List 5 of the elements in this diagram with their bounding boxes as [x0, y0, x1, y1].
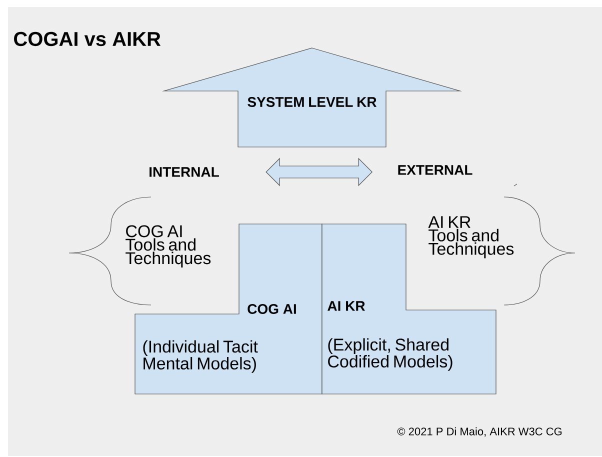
copyright-note: © 2021 P Di Maio, AIKR W3C CG — [397, 427, 562, 437]
side-label: EXTERNAL — [398, 165, 472, 175]
double-arrow — [266, 158, 372, 186]
side-label: INTERNAL — [150, 167, 219, 177]
title: COGAI vs AIKR — [14, 32, 161, 46]
